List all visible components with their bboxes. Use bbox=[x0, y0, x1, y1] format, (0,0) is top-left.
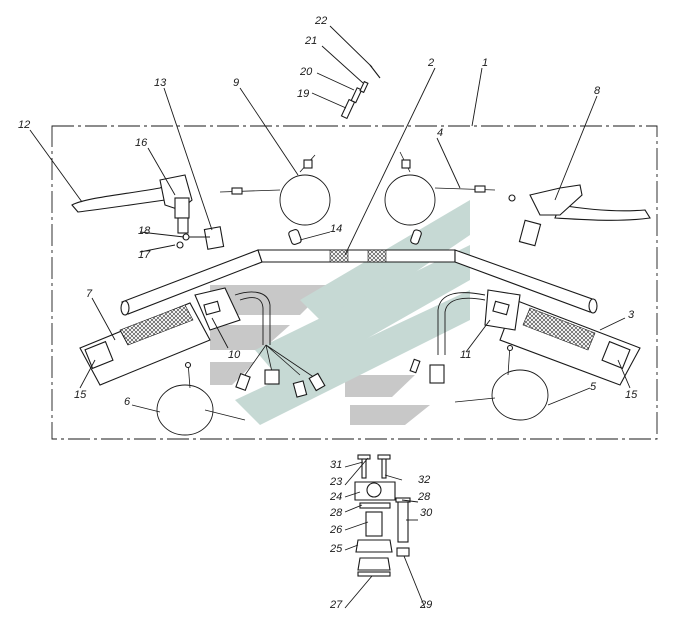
right-grip bbox=[499, 299, 641, 386]
right-switch-housing bbox=[409, 289, 521, 384]
watermark-logo bbox=[210, 200, 470, 425]
callout-12: 12 bbox=[18, 119, 30, 131]
callout-20: 20 bbox=[299, 66, 313, 78]
left-brake-lever bbox=[71, 174, 225, 250]
handlebar bbox=[120, 249, 598, 316]
callout-24: 24 bbox=[329, 491, 342, 503]
callout-22: 22 bbox=[314, 15, 327, 27]
callout-19: 19 bbox=[297, 88, 309, 100]
callout-25: 25 bbox=[329, 543, 343, 555]
assembly-frame bbox=[51, 125, 658, 440]
callout-10: 10 bbox=[228, 349, 241, 361]
cable-5 bbox=[454, 344, 549, 421]
callout-14: 14 bbox=[330, 223, 342, 235]
callout-18: 18 bbox=[138, 225, 151, 237]
callout-15-right: 15 bbox=[625, 389, 638, 401]
callout-3: 3 bbox=[628, 309, 635, 321]
throttle-cable-4 bbox=[384, 151, 496, 226]
clutch-cable bbox=[219, 154, 331, 226]
callout-1: 1 bbox=[482, 57, 488, 69]
callout-labels: 1 2 3 4 5 6 7 8 9 10 11 12 13 14 15 15 1… bbox=[18, 15, 638, 611]
callout-30: 30 bbox=[420, 507, 433, 519]
callout-16: 16 bbox=[135, 137, 148, 149]
callout-15-left: 15 bbox=[74, 389, 87, 401]
callout-28-left: 28 bbox=[329, 507, 343, 519]
callout-13: 13 bbox=[154, 77, 167, 89]
small-fasteners bbox=[340, 64, 381, 120]
callout-8: 8 bbox=[594, 85, 601, 97]
leader-lines bbox=[29, 25, 631, 609]
left-switch-housing bbox=[194, 287, 326, 398]
callout-7: 7 bbox=[86, 288, 93, 300]
callout-29: 29 bbox=[419, 599, 432, 611]
callout-5: 5 bbox=[590, 381, 597, 393]
callout-9: 9 bbox=[233, 77, 239, 89]
callout-17: 17 bbox=[138, 249, 151, 261]
handlebar-mount-assembly bbox=[354, 454, 411, 577]
callout-2: 2 bbox=[427, 57, 434, 69]
callout-26: 26 bbox=[329, 524, 343, 536]
left-grip bbox=[79, 302, 211, 386]
callout-6: 6 bbox=[124, 396, 131, 408]
callout-11: 11 bbox=[460, 349, 471, 361]
right-brake-lever bbox=[508, 184, 651, 247]
callout-31: 31 bbox=[330, 459, 342, 471]
clamp-inserts bbox=[288, 229, 422, 245]
callout-23: 23 bbox=[329, 476, 343, 488]
cable-6 bbox=[156, 361, 246, 436]
callout-32: 32 bbox=[418, 474, 430, 486]
callout-4: 4 bbox=[437, 127, 443, 139]
callout-28-right: 28 bbox=[417, 491, 431, 503]
callout-21: 21 bbox=[304, 35, 317, 47]
callout-27: 27 bbox=[329, 599, 343, 611]
